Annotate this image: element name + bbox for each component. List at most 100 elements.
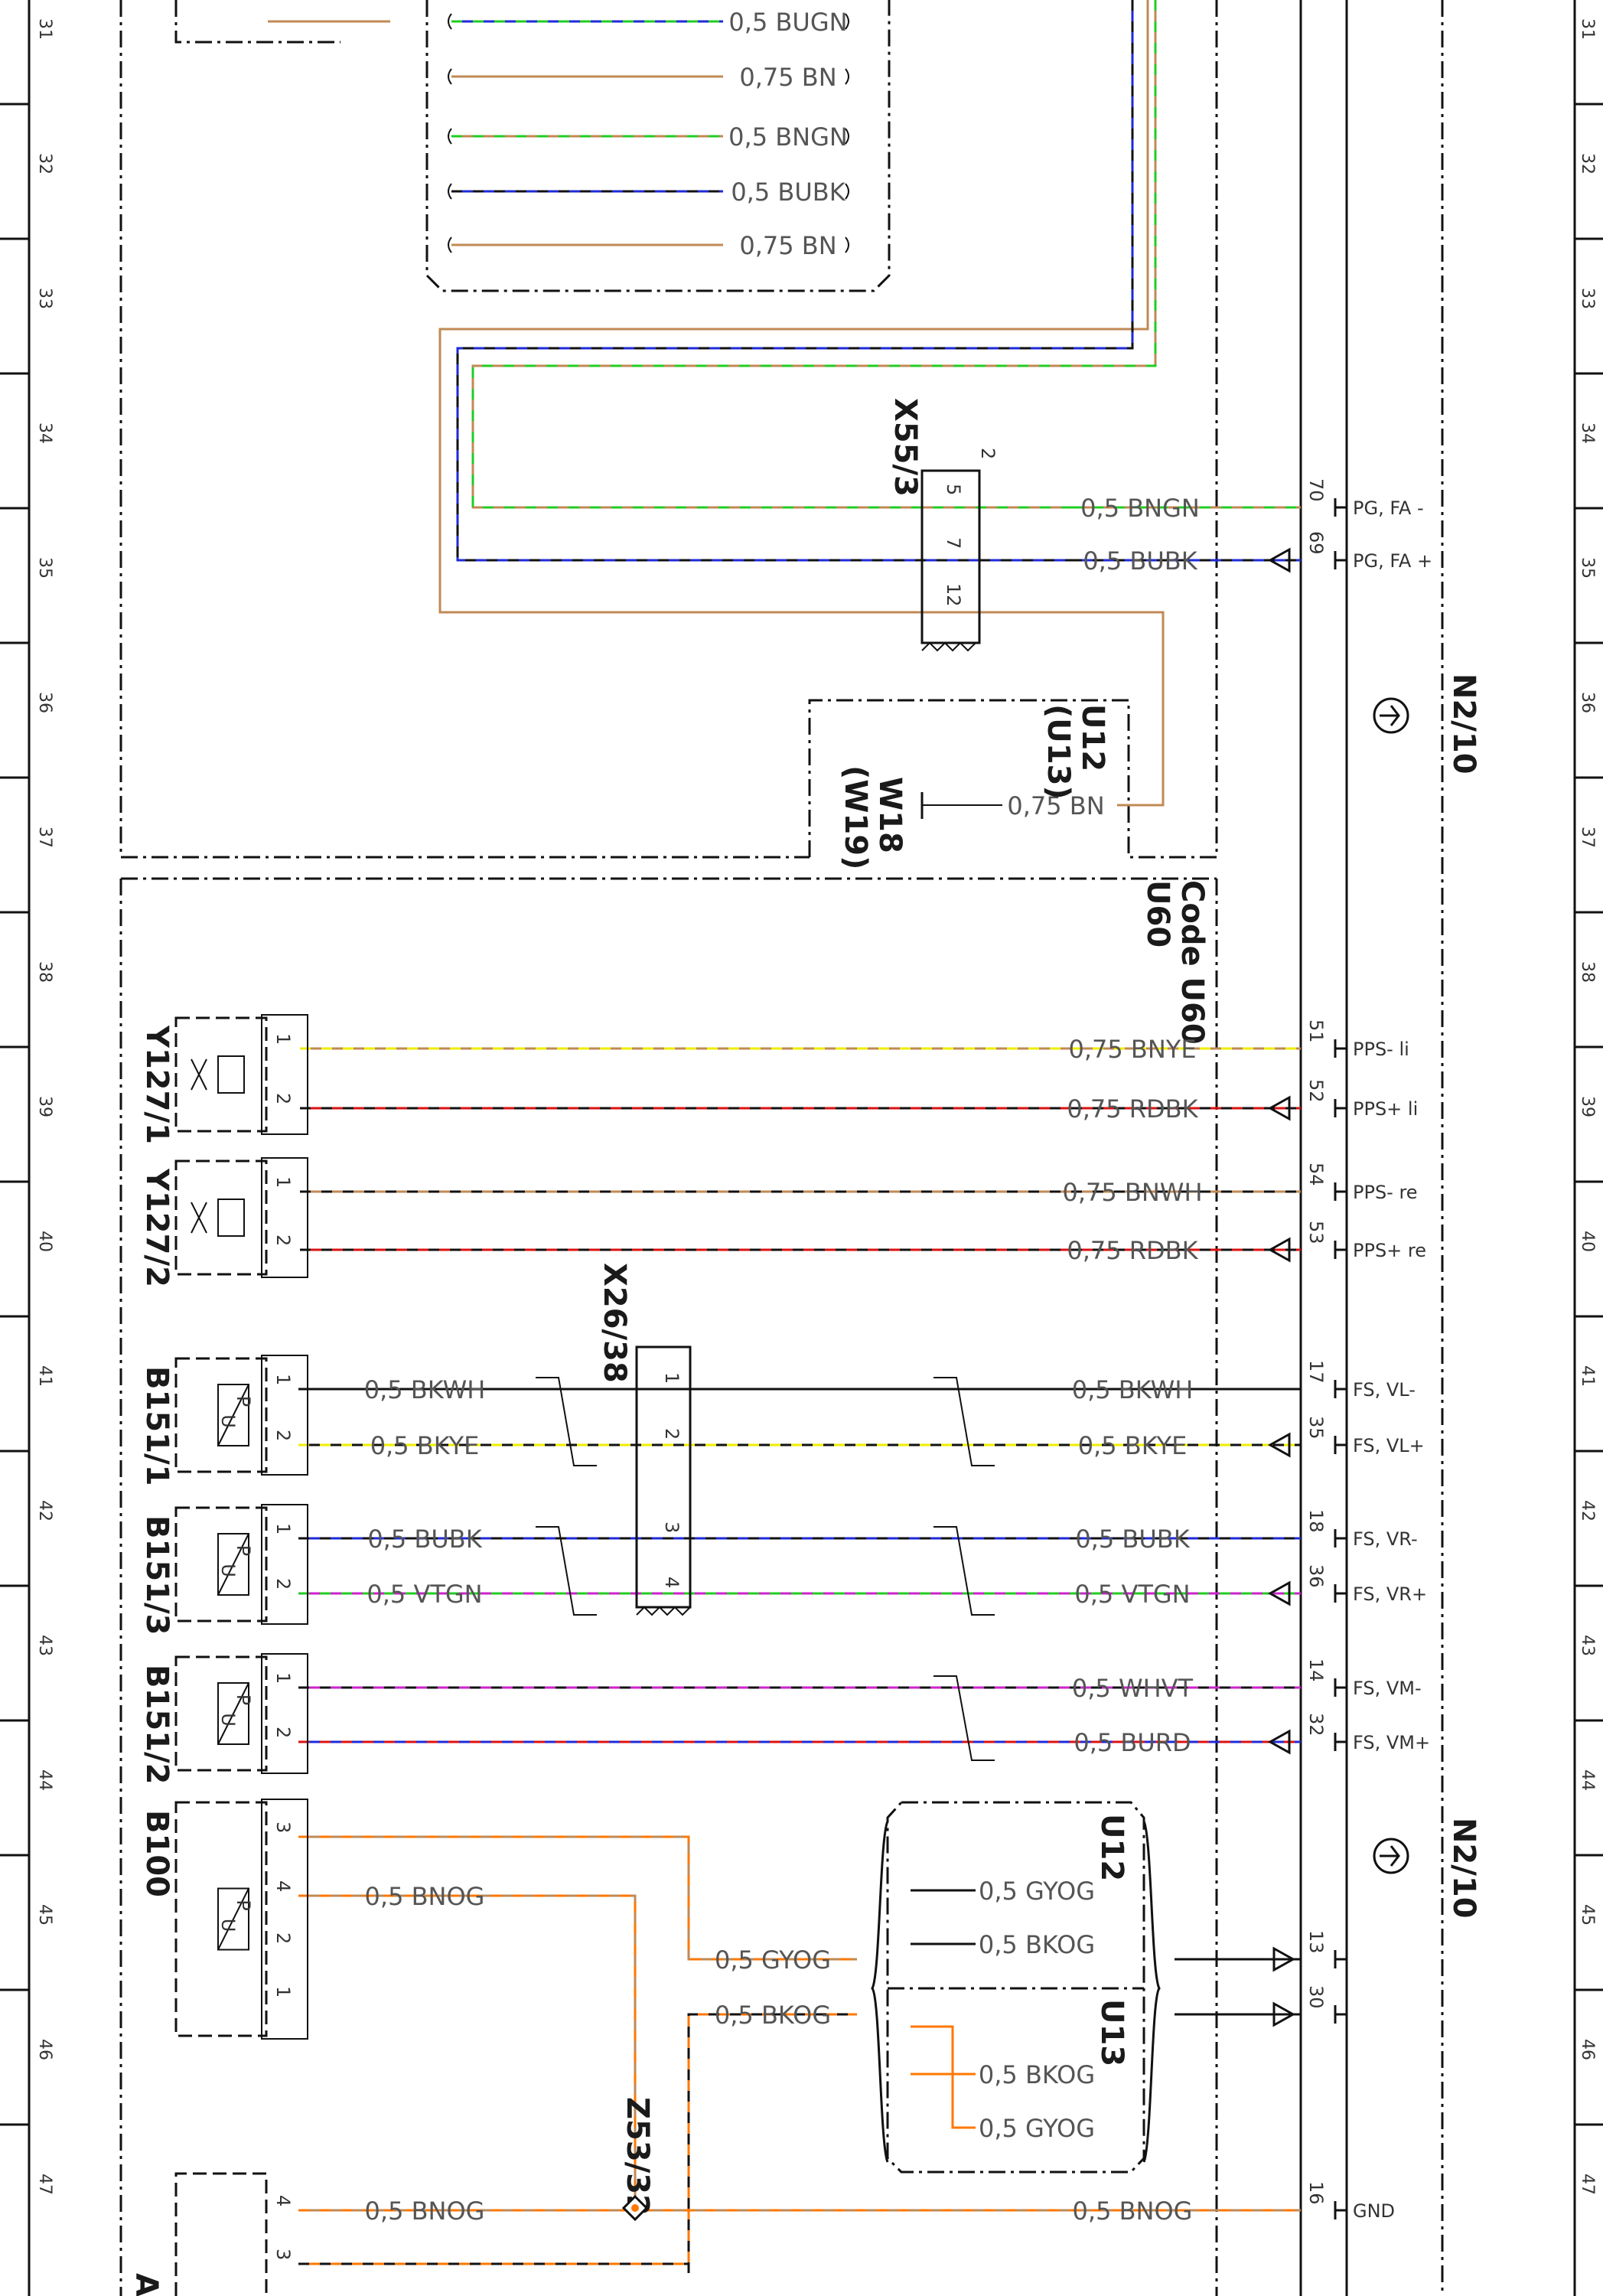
n2-pin-mark-13 — [1334, 2005, 1347, 2024]
a-partial-box — [174, 2172, 268, 2296]
grid-row-left-44: 44 — [35, 1769, 54, 1791]
grid-row-right-46: 46 — [1578, 2039, 1597, 2060]
b100-pin-3: 3 — [272, 1821, 294, 1833]
n2-pin-53: 53 — [1305, 1221, 1327, 1244]
b100-pin-1: 1 — [272, 1986, 294, 1998]
twist-marker-0 — [536, 1377, 597, 1466]
wire-row-label-6: 0,5 BUBK — [1075, 1525, 1190, 1554]
n2-pin-mark-10 — [1334, 1678, 1347, 1697]
wire-bngn-loop — [471, 0, 1157, 509]
n2-pin-52: 52 — [1305, 1079, 1327, 1103]
x26-pin-1: 2 — [661, 1428, 683, 1440]
code-u60-label: Code U60 — [1175, 880, 1210, 1045]
b151-1-glyph-u: U — [217, 1414, 239, 1428]
signal-label-1: PG, FA + — [1353, 550, 1432, 572]
x26-pin-3: 4 — [661, 1577, 683, 1588]
grid-row-left-38: 38 — [35, 961, 54, 983]
wire-row-label-7: 0,5 VTGN — [1074, 1580, 1190, 1609]
wire-bkog — [687, 2013, 857, 2273]
grid-row-right-47: 47 — [1578, 2174, 1597, 2195]
n2-pin-54: 54 — [1305, 1163, 1327, 1186]
grid-row-left-42: 42 — [35, 1500, 54, 1521]
b100-pin-4: 4 — [272, 1880, 294, 1892]
y127-pin-3: 2 — [272, 1234, 294, 1246]
grid-row-right-44: 44 — [1578, 1769, 1597, 1791]
b151-pin-4: 1 — [272, 1672, 294, 1684]
b100-glyph-p: P — [233, 1900, 254, 1910]
b100-bnog-label: 0,5 BNOG — [365, 1882, 485, 1911]
grid-row-right-42: 42 — [1578, 1500, 1597, 1521]
signal-label-11: FS, VM+ — [1353, 1732, 1430, 1753]
wire-row-prelabel-6: 0,5 BUBK — [367, 1525, 482, 1554]
signal-label-9: FS, VR+ — [1353, 1583, 1427, 1605]
signal-label-2: PPS- li — [1353, 1039, 1409, 1060]
grid-row-right-35: 35 — [1578, 557, 1597, 579]
wire-top-label-4: 0,75 BN — [739, 231, 836, 260]
grid-row-left-31: 31 — [35, 18, 54, 40]
u12-label: U12 — [1075, 704, 1110, 771]
wire-top-label-3: 0,5 BUBK — [731, 178, 845, 207]
b151-pin-5: 2 — [272, 1727, 294, 1738]
w18-bn-label: 0,75 BN — [1007, 791, 1104, 820]
n2-pin-mark-11 — [1334, 1733, 1347, 1751]
splice-dot — [631, 2204, 639, 2212]
u13-wire-label-1: 0,5 GYOG — [979, 2114, 1095, 2143]
a-bnog-label: 0,5 BNOG — [365, 2197, 485, 2226]
u13-wire-a — [911, 2025, 976, 2129]
return-arrow-5 — [1267, 1729, 1291, 1755]
x55-pin-7: 7 — [943, 537, 964, 549]
b100-glyph-u: U — [217, 1919, 239, 1932]
grid-row-right-45: 45 — [1578, 1904, 1597, 1926]
signal-label-12: GND — [1353, 2200, 1395, 2222]
twist-marker-2 — [933, 1377, 995, 1466]
u12-wire-label-0: 0,5 GYOG — [979, 1877, 1095, 1906]
b151-3-glyph-p: P — [233, 1545, 254, 1556]
gnd-bnog-label: 0,5 BNOG — [1073, 2197, 1193, 2226]
bkog-label: 0,5 BKOG — [715, 2001, 831, 2030]
b151-1-glyph-p: P — [233, 1396, 254, 1407]
u13-wire-label-0: 0,5 BKOG — [979, 2060, 1095, 2089]
wire-b100-gyog — [298, 1835, 857, 1961]
wire-top-label-1: 0,75 BN — [739, 63, 836, 92]
signal-label-6: FS, VL- — [1353, 1379, 1416, 1401]
wire-top-label-2: 0,5 BNGN — [728, 122, 848, 152]
wire-row-prelabel-4: 0,5 BKWH — [364, 1375, 486, 1404]
grid-row-right-40: 40 — [1578, 1231, 1597, 1252]
x55-bngn-label: 0,5 BNGN — [1080, 494, 1200, 523]
wire-row-label-9: 0,5 BURD — [1074, 1728, 1191, 1757]
grid-row-right-31: 31 — [1578, 18, 1597, 40]
x55-pin-2: 2 — [977, 448, 999, 459]
x55-pin-12: 12 — [943, 583, 964, 607]
n2-pin-mark-1 — [1334, 551, 1347, 569]
b100-label: B100 — [139, 1810, 174, 1897]
grid-row-right-39: 39 — [1578, 1096, 1597, 1117]
n2-pin-mark-5 — [1334, 1241, 1347, 1259]
grid-row-left-34: 34 — [35, 422, 54, 444]
b151-pin-3: 2 — [272, 1578, 294, 1590]
n2-pin-mark-14 — [1334, 2201, 1347, 2219]
grid-row-left-37: 37 — [35, 827, 54, 848]
u12-u13-block: U12 (U13) W18 (W19) — [838, 704, 1110, 869]
b151-pin-1: 2 — [272, 1430, 294, 1441]
u12-module-label: U12 — [1094, 1814, 1129, 1881]
n2-pin-16: 16 — [1305, 2181, 1327, 2205]
return-arrow-2 — [1267, 1237, 1291, 1263]
b100-pin-2: 2 — [272, 1932, 294, 1944]
w19-alt-label: (W19) — [838, 765, 873, 869]
n2-pin-30: 30 — [1305, 1985, 1327, 2009]
grid-row-left-45: 45 — [35, 1904, 54, 1926]
grid-row-right-37: 37 — [1578, 827, 1597, 848]
u60-label: U60 — [1140, 880, 1175, 947]
y127-pin-2: 1 — [272, 1176, 294, 1188]
wire-row-label-3: 0,75 RDBK — [1067, 1236, 1198, 1265]
b151-pin-2: 1 — [272, 1523, 294, 1534]
b151-2-glyph-u: U — [217, 1713, 239, 1727]
